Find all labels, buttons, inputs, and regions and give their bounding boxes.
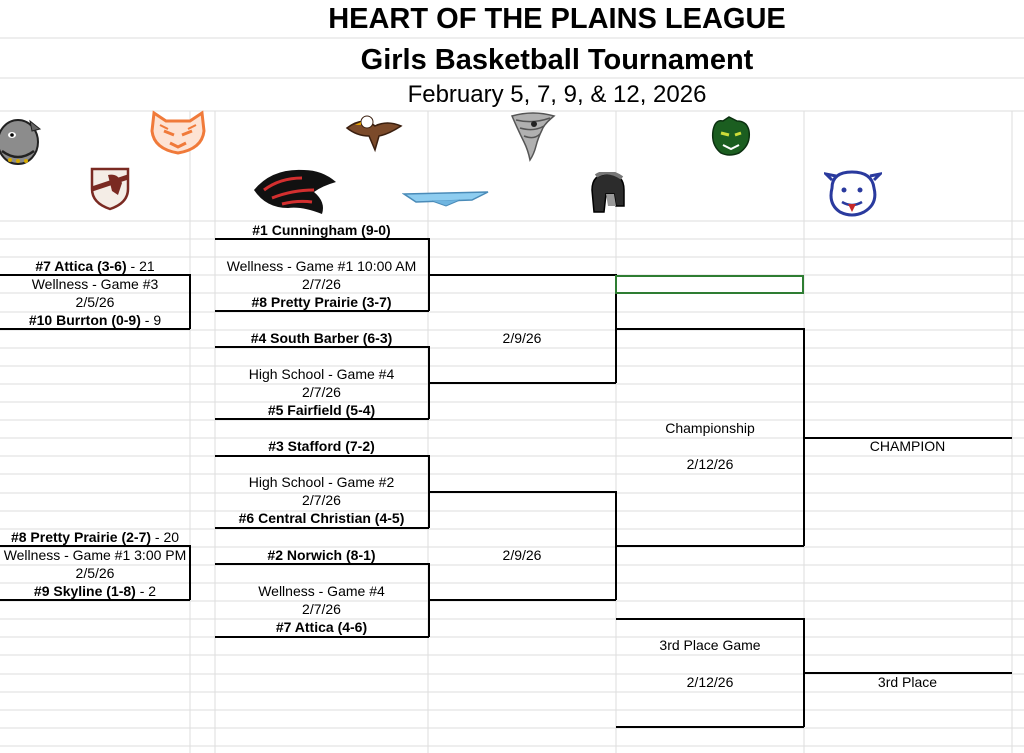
playin-2-top-team: #8 Pretty Prairie (2-7) - 20 [10,529,180,545]
bracket-line [804,437,1012,439]
sheet-subtitle: Girls Basketball Tournament [360,44,754,76]
playin-2-bottom-team: #9 Skyline (1-8) - 2 [33,583,157,599]
selected-cell[interactable] [615,275,804,294]
third-place-result-label: 3rd Place [877,674,938,690]
bracket-line [215,636,429,638]
bracket-line [189,545,191,600]
bracket-line [215,455,429,457]
third-place-date: 2/12/26 [686,674,734,690]
sheet-title: HEART OF THE PLAINS LEAGUE [328,3,786,35]
qf-3-top-team: #3 Stafford (7-2) [268,438,375,454]
qf-2-top-team: #4 South Barber (6-3) [250,330,393,346]
bracket-line [215,418,429,420]
championship-date: 2/12/26 [686,456,734,472]
qf-1-date: 2/7/26 [302,276,341,292]
sf-1-date: 2/9/26 [502,330,542,346]
qf-3-date: 2/7/26 [302,492,341,508]
bracket-line [0,545,190,547]
bracket-line [804,672,1012,674]
bracket-line [215,346,429,348]
panther-icon [711,116,751,156]
bracket-line [428,491,616,493]
championship-label: Championship [665,420,755,436]
cougar-orange-icon [150,110,206,155]
wildcat-red-icon [254,169,336,214]
bracket-line [616,545,804,547]
qf-1-bottom-team: #8 Pretty Prairie (3-7) [251,294,392,310]
bracket-line [428,382,616,384]
jet-icon [402,191,489,207]
playin-1-date: 2/5/26 [75,294,115,310]
qf-4-date: 2/7/26 [302,601,341,617]
charger-shield-icon [90,167,130,211]
bracket-line [0,599,190,601]
qf-4-bottom-team: #7 Attica (4-6) [275,619,368,635]
bracket-line [803,328,805,546]
bracket-line [616,328,804,330]
eagle-icon [345,115,403,153]
playin-2-date: 2/5/26 [75,565,115,581]
bracket-line [615,274,617,383]
bulldog-blue-icon [824,170,882,217]
bracket-line [803,618,805,727]
bracket-line [428,599,616,601]
qf-1-game: Wellness - Game #1 10:00 AM [226,258,417,274]
bracket-line [0,274,190,276]
bracket-line [0,328,190,330]
bracket-line [215,310,429,312]
bulldog-gray-icon [0,119,42,165]
playin-1-game: Wellness - Game #3 [31,276,159,292]
qf-4-game: Wellness - Game #4 [258,583,385,599]
bracket-line [215,563,429,565]
bracket-line [189,274,191,329]
bracket-line [616,618,804,620]
qf-3-game: High School - Game #2 [248,474,395,490]
playin-1-top-team: #7 Attica (3-6) - 21 [35,258,155,274]
tornado-icon [510,112,556,162]
qf-2-date: 2/7/26 [302,384,341,400]
playin-2-game: Wellness - Game #1 3:00 PM [3,547,187,563]
bracket-line [428,274,616,276]
sf-2-date: 2/9/26 [502,547,542,563]
qf-3-bottom-team: #6 Central Christian (4-5) [238,510,405,526]
playin-1-bottom-team: #10 Burrton (0-9) - 9 [28,312,162,328]
qf-1-top-team: #1 Cunningham (9-0) [252,222,391,238]
bracket-line [215,238,429,240]
third-place-label: 3rd Place Game [659,637,761,653]
spartan-helmet-icon [591,172,625,213]
sheet-dates: February 5, 7, 9, & 12, 2026 [407,81,707,108]
champion-label: CHAMPION [869,438,946,454]
qf-2-bottom-team: #5 Fairfield (5-4) [267,402,376,418]
bracket-line [616,726,804,728]
bracket-line [215,527,429,529]
qf-2-game: High School - Game #4 [248,366,395,382]
qf-4-top-team: #2 Norwich (8-1) [267,547,376,563]
bracket-line [615,491,617,600]
